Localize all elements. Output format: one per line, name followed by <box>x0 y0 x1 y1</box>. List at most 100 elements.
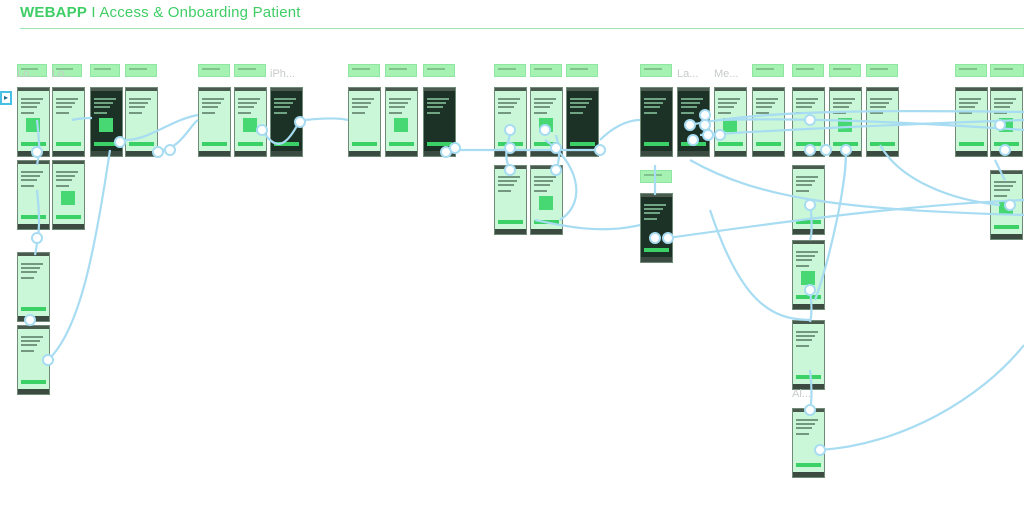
connector-node[interactable] <box>714 129 726 141</box>
screen-frame[interactable] <box>52 160 85 230</box>
screen-frame[interactable] <box>752 87 785 157</box>
connector-line <box>689 159 1024 217</box>
connector-node[interactable] <box>31 232 43 244</box>
screen-frame[interactable] <box>530 165 563 235</box>
screen-frame[interactable] <box>348 87 381 157</box>
connector-node[interactable] <box>550 164 562 176</box>
connector-node[interactable] <box>550 142 562 154</box>
play-icon[interactable]: ▸ <box>0 91 12 105</box>
connector-node[interactable] <box>804 144 816 156</box>
screen-frame[interactable] <box>494 165 527 235</box>
connector-line <box>819 344 1024 452</box>
connector-node[interactable] <box>594 144 606 156</box>
connector-line <box>33 189 41 256</box>
screen-frame[interactable] <box>234 87 267 157</box>
frame-label: Me... <box>714 68 739 80</box>
screen-frame[interactable] <box>792 240 825 310</box>
sticky-note <box>494 64 526 77</box>
connector-node[interactable] <box>440 146 452 158</box>
connector-line <box>261 119 301 146</box>
connector-line <box>35 119 41 166</box>
connector-line <box>667 198 1024 240</box>
frame-label: Al... <box>792 388 811 400</box>
sticky-note <box>792 64 824 77</box>
sticky-note <box>752 64 784 77</box>
connector-line <box>304 117 349 122</box>
sticky-note <box>198 64 230 77</box>
connector-node[interactable] <box>699 119 711 131</box>
screen-frame[interactable] <box>566 87 599 157</box>
screen-frame[interactable] <box>52 87 85 157</box>
connector-node[interactable] <box>164 144 176 156</box>
connector-node[interactable] <box>24 314 36 326</box>
sticky-note <box>423 64 455 77</box>
sticky-note <box>17 64 47 77</box>
connector-node[interactable] <box>1004 199 1016 211</box>
connector-node[interactable] <box>152 146 164 158</box>
sticky-note <box>385 64 417 77</box>
connector-line <box>808 369 813 411</box>
sticky-note <box>955 64 987 77</box>
connector-node[interactable] <box>114 136 126 148</box>
connector-node[interactable] <box>702 129 714 141</box>
sticky-note <box>125 64 157 77</box>
connector-node[interactable] <box>294 116 306 128</box>
connector-node[interactable] <box>256 124 268 136</box>
connector-node[interactable] <box>31 146 43 158</box>
screen-frame[interactable] <box>385 87 418 157</box>
screen-frame[interactable] <box>640 193 673 263</box>
connector-node[interactable] <box>649 232 661 244</box>
sticky-note <box>234 64 266 77</box>
sticky-note <box>640 64 672 77</box>
frame-label: Lo... <box>17 68 39 80</box>
screen-frame[interactable] <box>714 87 747 157</box>
screen-frame[interactable] <box>198 87 231 157</box>
connector-node[interactable] <box>804 404 816 416</box>
connector-line <box>534 218 641 231</box>
connector-line <box>719 118 1024 132</box>
connector-node[interactable] <box>804 284 816 296</box>
connector-line <box>699 118 1024 137</box>
connector-line <box>813 144 847 301</box>
sticky-note <box>348 64 380 77</box>
connector-line <box>994 159 1006 181</box>
connector-line <box>71 116 93 122</box>
screen-frame[interactable] <box>125 87 158 157</box>
connector-line <box>689 109 1024 127</box>
screen-frame[interactable] <box>17 160 50 230</box>
frame-label: iPh... <box>270 68 296 80</box>
connector-node[interactable] <box>687 134 699 146</box>
connector-line <box>159 119 199 152</box>
connector-line <box>599 118 641 141</box>
connector-line <box>879 144 1001 207</box>
sticky-note <box>52 64 82 77</box>
connector-node[interactable] <box>999 144 1011 156</box>
connector-node[interactable] <box>684 119 696 131</box>
connector-node[interactable] <box>840 144 852 156</box>
connector-line <box>544 139 578 221</box>
connector-node[interactable] <box>504 164 516 176</box>
connector-node[interactable] <box>504 124 516 136</box>
connector-node[interactable] <box>804 199 816 211</box>
connector-node[interactable] <box>699 109 711 121</box>
screen-frame[interactable] <box>423 87 456 157</box>
sticky-note <box>566 64 598 77</box>
connector-node[interactable] <box>804 114 816 126</box>
sticky-note <box>530 64 562 77</box>
screen-frame[interactable] <box>90 87 123 157</box>
connector-node[interactable] <box>42 354 54 366</box>
screen-frame[interactable] <box>792 320 825 390</box>
connector-node[interactable] <box>539 124 551 136</box>
sticky-note <box>829 64 861 77</box>
connector-node[interactable] <box>820 144 832 156</box>
screen-frame[interactable] <box>640 87 673 157</box>
connector-node[interactable] <box>994 119 1006 131</box>
title-divider <box>20 28 1024 29</box>
connector-line <box>708 209 811 322</box>
connector-node[interactable] <box>662 232 674 244</box>
connector-node[interactable] <box>504 142 516 154</box>
connector-node[interactable] <box>814 444 826 456</box>
sticky-note <box>90 64 120 77</box>
